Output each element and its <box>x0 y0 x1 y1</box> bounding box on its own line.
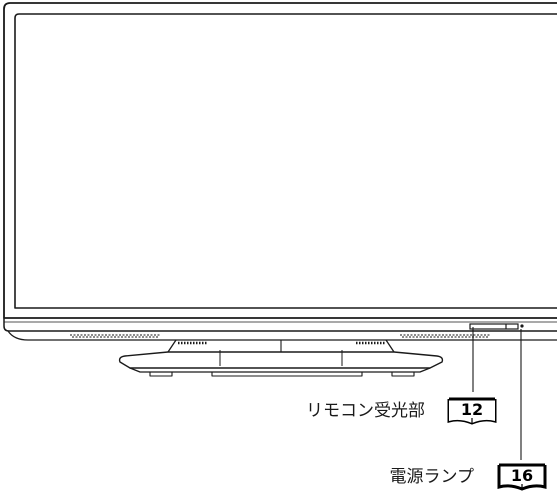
remote-sensor-page-ref: 12 <box>461 400 483 419</box>
tv-screen <box>14 13 557 309</box>
power-lamp-label: 電源ランプ <box>390 467 475 487</box>
tv-bottom-bezel <box>3 318 557 332</box>
sensor-window <box>469 323 519 330</box>
tv-outer-frame <box>3 2 557 319</box>
stand-neck <box>167 339 395 353</box>
tv-stand <box>118 339 444 377</box>
speaker-grilles <box>70 334 490 338</box>
callout-remote-sensor: リモコン受光部 12 <box>306 327 497 425</box>
callout-power-lamp: 電源ランプ 16 <box>390 329 547 491</box>
stand-base-top <box>118 351 444 369</box>
open-book-icon[interactable]: 16 <box>497 463 547 491</box>
stand-foot-right <box>391 371 415 377</box>
remote-sensor-label: リモコン受光部 <box>306 401 425 421</box>
stand-foot-left <box>149 371 173 377</box>
power-lamp-page-ref: 16 <box>511 466 533 485</box>
power-lamp-dot <box>520 324 524 328</box>
tv-body <box>3 2 557 341</box>
open-book-icon[interactable]: 12 <box>447 397 497 425</box>
stand-foot-center <box>211 371 363 377</box>
tv-lower-lip <box>7 330 557 341</box>
